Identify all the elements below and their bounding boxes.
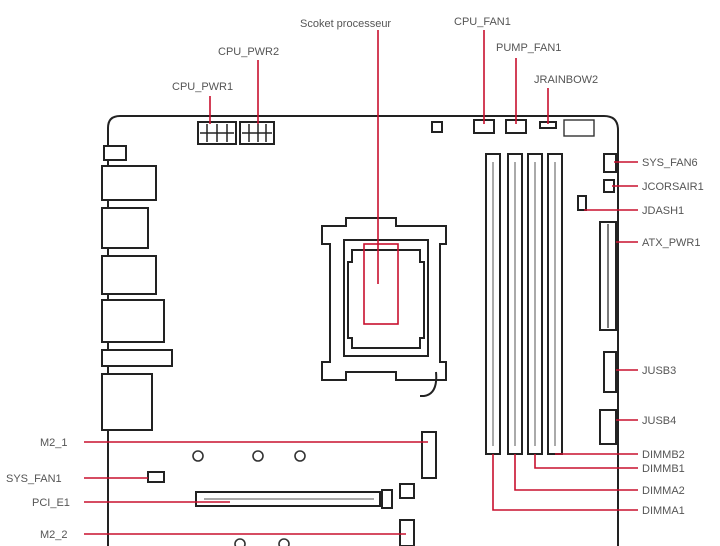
label-jdash1: JDASH1 bbox=[642, 205, 684, 217]
label-sys-fan1: SYS_FAN1 bbox=[6, 473, 62, 485]
label-atx-pwr1: ATX_PWR1 bbox=[642, 237, 700, 249]
label-dimmb1: DIMMB1 bbox=[642, 463, 685, 475]
rear-io-ports bbox=[101, 145, 173, 431]
label-cpu-fan1: CPU_FAN1 bbox=[454, 16, 511, 28]
label-dimma2: DIMMA2 bbox=[642, 485, 685, 497]
small-header bbox=[431, 121, 443, 133]
label-m2-1: M2_1 bbox=[40, 437, 68, 449]
sys-fan6-header bbox=[603, 153, 617, 173]
label-pump-fan1: PUMP_FAN1 bbox=[496, 42, 561, 54]
pci-e1-slot bbox=[195, 483, 415, 509]
label-m2-2: M2_2 bbox=[40, 529, 68, 541]
atx-pwr1-connector bbox=[599, 221, 617, 331]
label-jusb4: JUSB4 bbox=[642, 415, 676, 427]
label-sys-fan6: SYS_FAN6 bbox=[642, 157, 698, 169]
top-right-chip bbox=[563, 119, 595, 137]
label-jcorsair1: JCORSAIR1 bbox=[642, 181, 704, 193]
jdash1-header bbox=[577, 195, 587, 211]
sys-fan1-header bbox=[147, 471, 165, 483]
m2-1-slot bbox=[192, 431, 437, 479]
label-dimmb2: DIMMB2 bbox=[642, 449, 685, 461]
jusb3-header bbox=[603, 351, 617, 393]
jusb4-header bbox=[599, 409, 617, 445]
cpu-pwr1-connector bbox=[197, 121, 237, 145]
label-jusb3: JUSB3 bbox=[642, 365, 676, 377]
label-pci-e1: PCI_E1 bbox=[32, 497, 70, 509]
label-cpu-pwr1: CPU_PWR1 bbox=[172, 81, 233, 93]
leader-lines bbox=[84, 30, 638, 535]
label-socket: Scoket processeur bbox=[300, 18, 391, 30]
dimm-slots bbox=[485, 153, 563, 455]
label-jrainbow2: JRAINBOW2 bbox=[534, 74, 598, 86]
cpu-pwr2-connector bbox=[239, 121, 275, 145]
label-dimma1: DIMMA1 bbox=[642, 505, 685, 517]
socket-highlight bbox=[363, 243, 399, 325]
label-cpu-pwr2: CPU_PWR2 bbox=[218, 46, 279, 58]
m2-2-slot bbox=[234, 519, 415, 546]
